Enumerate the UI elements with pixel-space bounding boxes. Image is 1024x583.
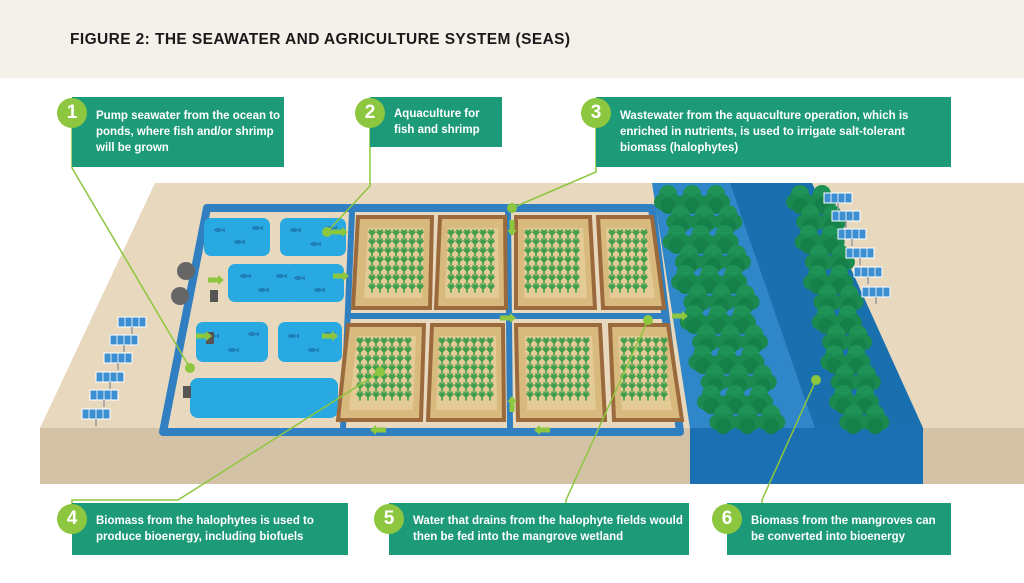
wetland-side [690,428,923,484]
callout-5-text: Water that drains from the halophyte fie… [413,515,683,543]
callout-4-badge: 4 [57,504,87,534]
callout-1-text: Pump seawater from the ocean to ponds, w… [96,110,281,154]
callout-6-badge: 6 [712,504,742,534]
pump-icon [171,262,218,398]
callout-1: Pump seawater from the ocean to ponds, w… [72,97,284,167]
callout-4-text: Biomass from the halophytes is used to p… [96,515,314,543]
callout-3-badge: 3 [581,98,611,128]
callout-5-badge: 5 [374,504,404,534]
callout-anchor-dots [185,203,821,385]
callout-3: Wastewater from the aquaculture operatio… [596,97,951,167]
figure-title: FIGURE 2: THE SEAWATER AND AGRICULTURE S… [70,31,571,48]
callout-2: Aquaculture for fish and shrimp [370,97,502,147]
callout-3-text: Wastewater from the aquaculture operatio… [620,110,909,154]
callout-4: Biomass from the halophytes is used to p… [72,503,348,555]
callout-6: Biomass from the mangroves can be conver… [727,503,951,555]
callout-5: Water that drains from the halophyte fie… [389,503,689,555]
water-channel [159,204,684,436]
title-band [0,0,1024,78]
callout-6-text: Biomass from the mangroves can be conver… [751,515,936,543]
callout-2-badge: 2 [355,98,385,128]
callout-2-text: Aquaculture for fish and shrimp [394,108,480,136]
callout-1-badge: 1 [57,98,87,128]
